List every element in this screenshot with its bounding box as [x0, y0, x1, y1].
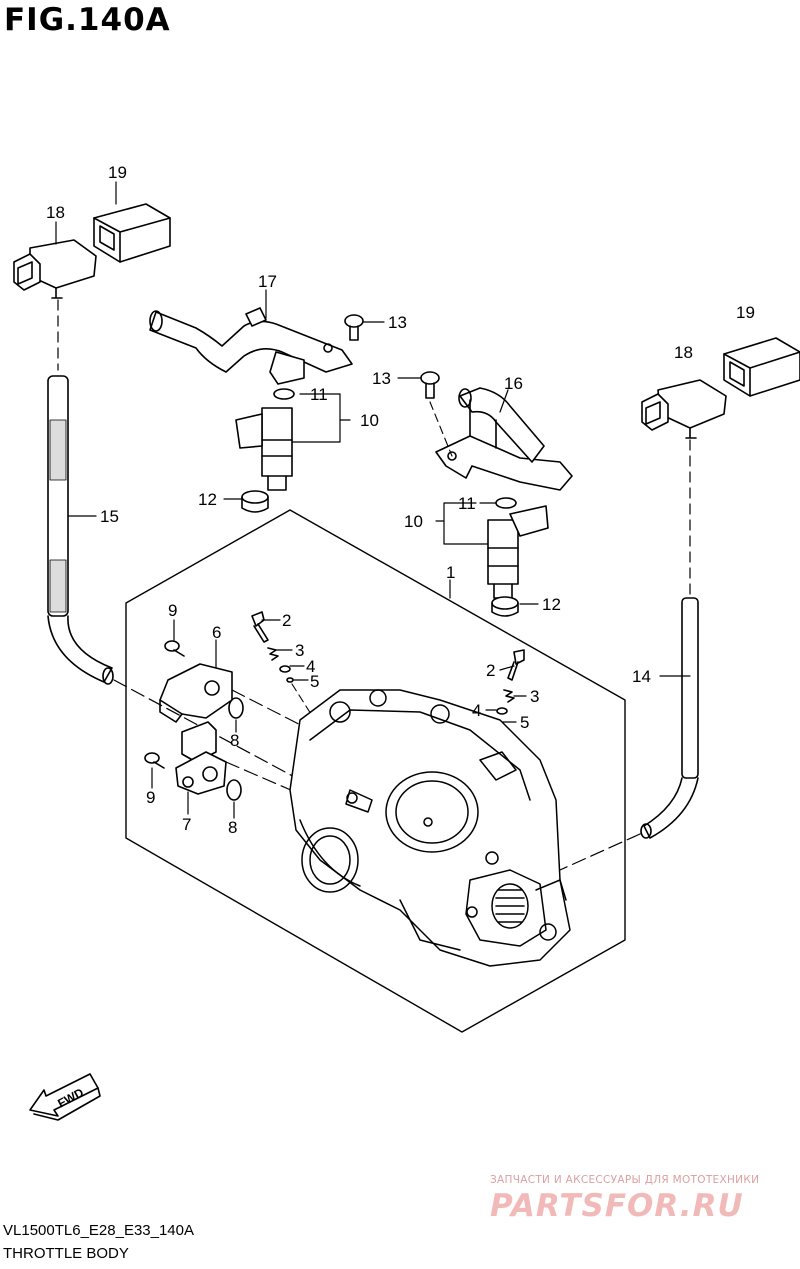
fuel-delivery-pipe-right: [435, 387, 573, 491]
spring-left: [267, 647, 279, 661]
callout-19-right: 19: [736, 303, 755, 322]
vacuum-hose-right: [559, 439, 699, 871]
fwd-arrow: [29, 1073, 101, 1121]
washer-right: [496, 707, 508, 715]
screw-9-upper: [164, 640, 185, 657]
o-ring-8-lower: [226, 779, 242, 801]
callout-18-left: 18: [46, 203, 65, 222]
callout-16: 16: [504, 374, 523, 393]
o-ring-right: [495, 497, 517, 509]
o-ring-left: [273, 388, 295, 400]
callout-10-right: 10: [404, 512, 423, 531]
assembly-boundary: [125, 509, 626, 1033]
coupler-cover-left: [93, 203, 171, 263]
screw-13-lower: [420, 371, 453, 457]
o-ring-8-upper: [228, 697, 244, 719]
coupler-cover-right: [723, 337, 800, 397]
o-ring-small-left: [286, 677, 294, 683]
figure-title: FIG.140A: [4, 2, 171, 38]
callout-14: 14: [632, 667, 651, 686]
watermark-tagline: ЗАПЧАСТИ И АКСЕССУАРЫ ДЛЯ МОТОТЕХНИКИ: [490, 1174, 760, 1186]
intake-pressure-sensor-left: [13, 239, 97, 299]
diagram-caption: THROTTLE BODY: [3, 1245, 129, 1262]
callout-19-left: 19: [108, 163, 127, 182]
callout-12-left: 12: [198, 490, 217, 509]
fuel-injector-left: [235, 407, 293, 491]
throttle-body: [289, 689, 571, 967]
seal-right: [491, 596, 519, 617]
screw-13-upper: [344, 314, 364, 341]
callout-12-right: 12: [542, 595, 561, 614]
intake-pressure-sensor-right: [641, 379, 727, 439]
callout-7: 7: [182, 815, 191, 834]
callout-15: 15: [100, 507, 119, 526]
callout-5-left: 5: [310, 672, 319, 691]
callout-10-left: 10: [360, 411, 379, 430]
fuel-delivery-pipe-left: [149, 307, 353, 385]
callout-11-right: 11: [458, 494, 476, 513]
callout-2-right: 2: [486, 661, 495, 680]
callout-8-upper: 8: [230, 731, 239, 750]
callout-9-upper: 9: [168, 601, 177, 620]
spring-right: [503, 689, 515, 703]
watermark-logo: PARTSFOR.RU: [490, 1188, 744, 1224]
callout-8-lower: 8: [228, 818, 237, 837]
callout-4-left: 4: [306, 657, 315, 676]
callout-5-right: 5: [520, 713, 529, 732]
callout-6: 6: [212, 623, 221, 642]
washer-left: [279, 665, 291, 673]
callout-3-left: 3: [295, 641, 304, 660]
throttle-position-sensor: [159, 663, 233, 723]
callout-11-left: 11: [310, 385, 328, 404]
secondary-throttle-sensor: [175, 721, 227, 795]
callout-3-right: 3: [530, 687, 539, 706]
model-code: VL1500TL6_E28_E33_140A: [3, 1222, 195, 1239]
callout-13-upper: 13: [388, 313, 407, 332]
callout-2-left: 2: [282, 611, 291, 630]
adjust-screw-left: [251, 611, 269, 643]
leader-lines: [55, 181, 691, 819]
callout-13-lower: 13: [372, 369, 391, 388]
callout-18-right: 18: [674, 343, 693, 362]
callout-1: 1: [446, 563, 455, 582]
callout-4-right: 4: [472, 701, 481, 720]
screw-9-lower: [144, 752, 165, 769]
seal-left: [241, 490, 269, 513]
callout-9-lower: 9: [146, 788, 155, 807]
fuel-injector-right: [487, 505, 549, 599]
callout-17: 17: [258, 272, 277, 291]
adjust-screw-right: [507, 649, 525, 681]
